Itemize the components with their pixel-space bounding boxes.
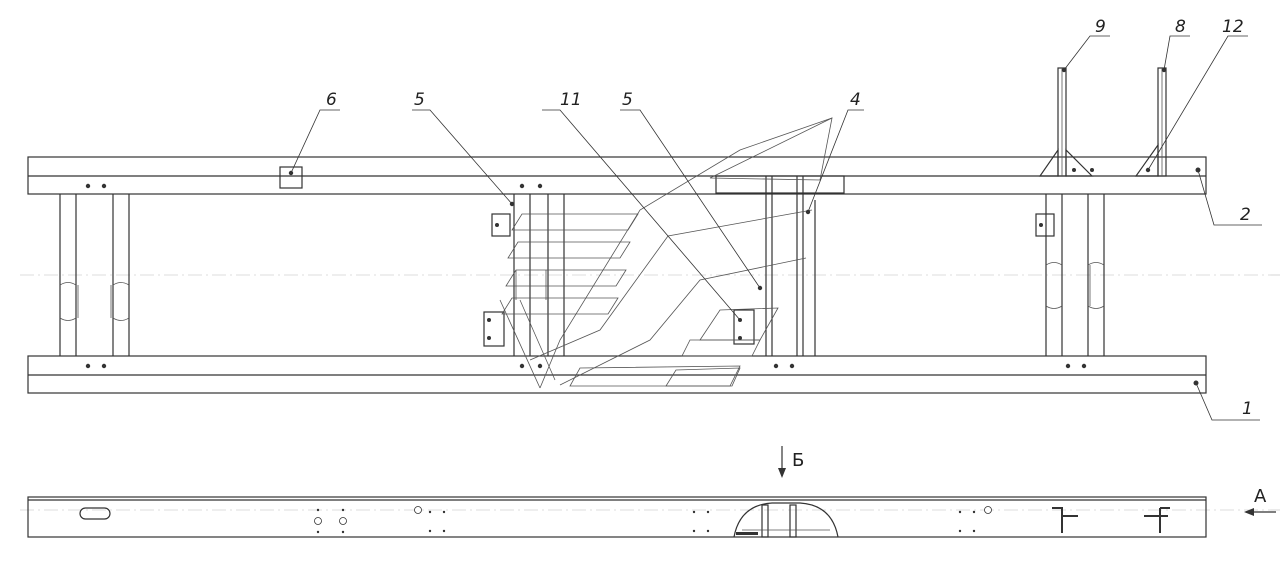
section-arrow-b — [778, 446, 786, 478]
bracket-6 — [279, 166, 303, 189]
spring-plates — [499, 117, 833, 389]
section-label-b: Б — [792, 450, 804, 471]
view-arrow-a — [1244, 508, 1276, 516]
bracket-right — [1035, 213, 1055, 237]
gusset-12 — [1134, 143, 1159, 177]
callout-2: 2 — [1240, 205, 1251, 225]
callout-5-right: 5 — [622, 90, 633, 110]
bolts — [85, 67, 1201, 386]
bracket-5-left — [491, 213, 511, 237]
side-view — [27, 496, 1207, 538]
callout-5-left: 5 — [414, 90, 425, 110]
cross-member-middle — [513, 194, 565, 356]
oblong-slot — [79, 507, 111, 520]
top-rail — [27, 156, 1207, 195]
bracket-5-right — [733, 309, 755, 345]
upright-post-9 — [1038, 67, 1094, 177]
view-label-a: А — [1254, 486, 1267, 507]
upright-post-8 — [1134, 67, 1167, 177]
callout-12: 12 — [1222, 17, 1244, 37]
cross-member-right — [1045, 194, 1105, 356]
callout-6: 6 — [326, 90, 337, 110]
cross-member-center — [715, 175, 845, 356]
callout-11: 11 — [560, 90, 582, 110]
bracket-lower-left — [483, 311, 505, 347]
leader-lines — [290, 35, 1262, 421]
callout-1: 1 — [1242, 399, 1253, 419]
callout-4: 4 — [850, 90, 861, 110]
cross-member-left — [59, 194, 130, 356]
callout-8: 8 — [1175, 17, 1186, 37]
bottom-rail — [27, 355, 1207, 394]
callout-9: 9 — [1095, 17, 1106, 37]
